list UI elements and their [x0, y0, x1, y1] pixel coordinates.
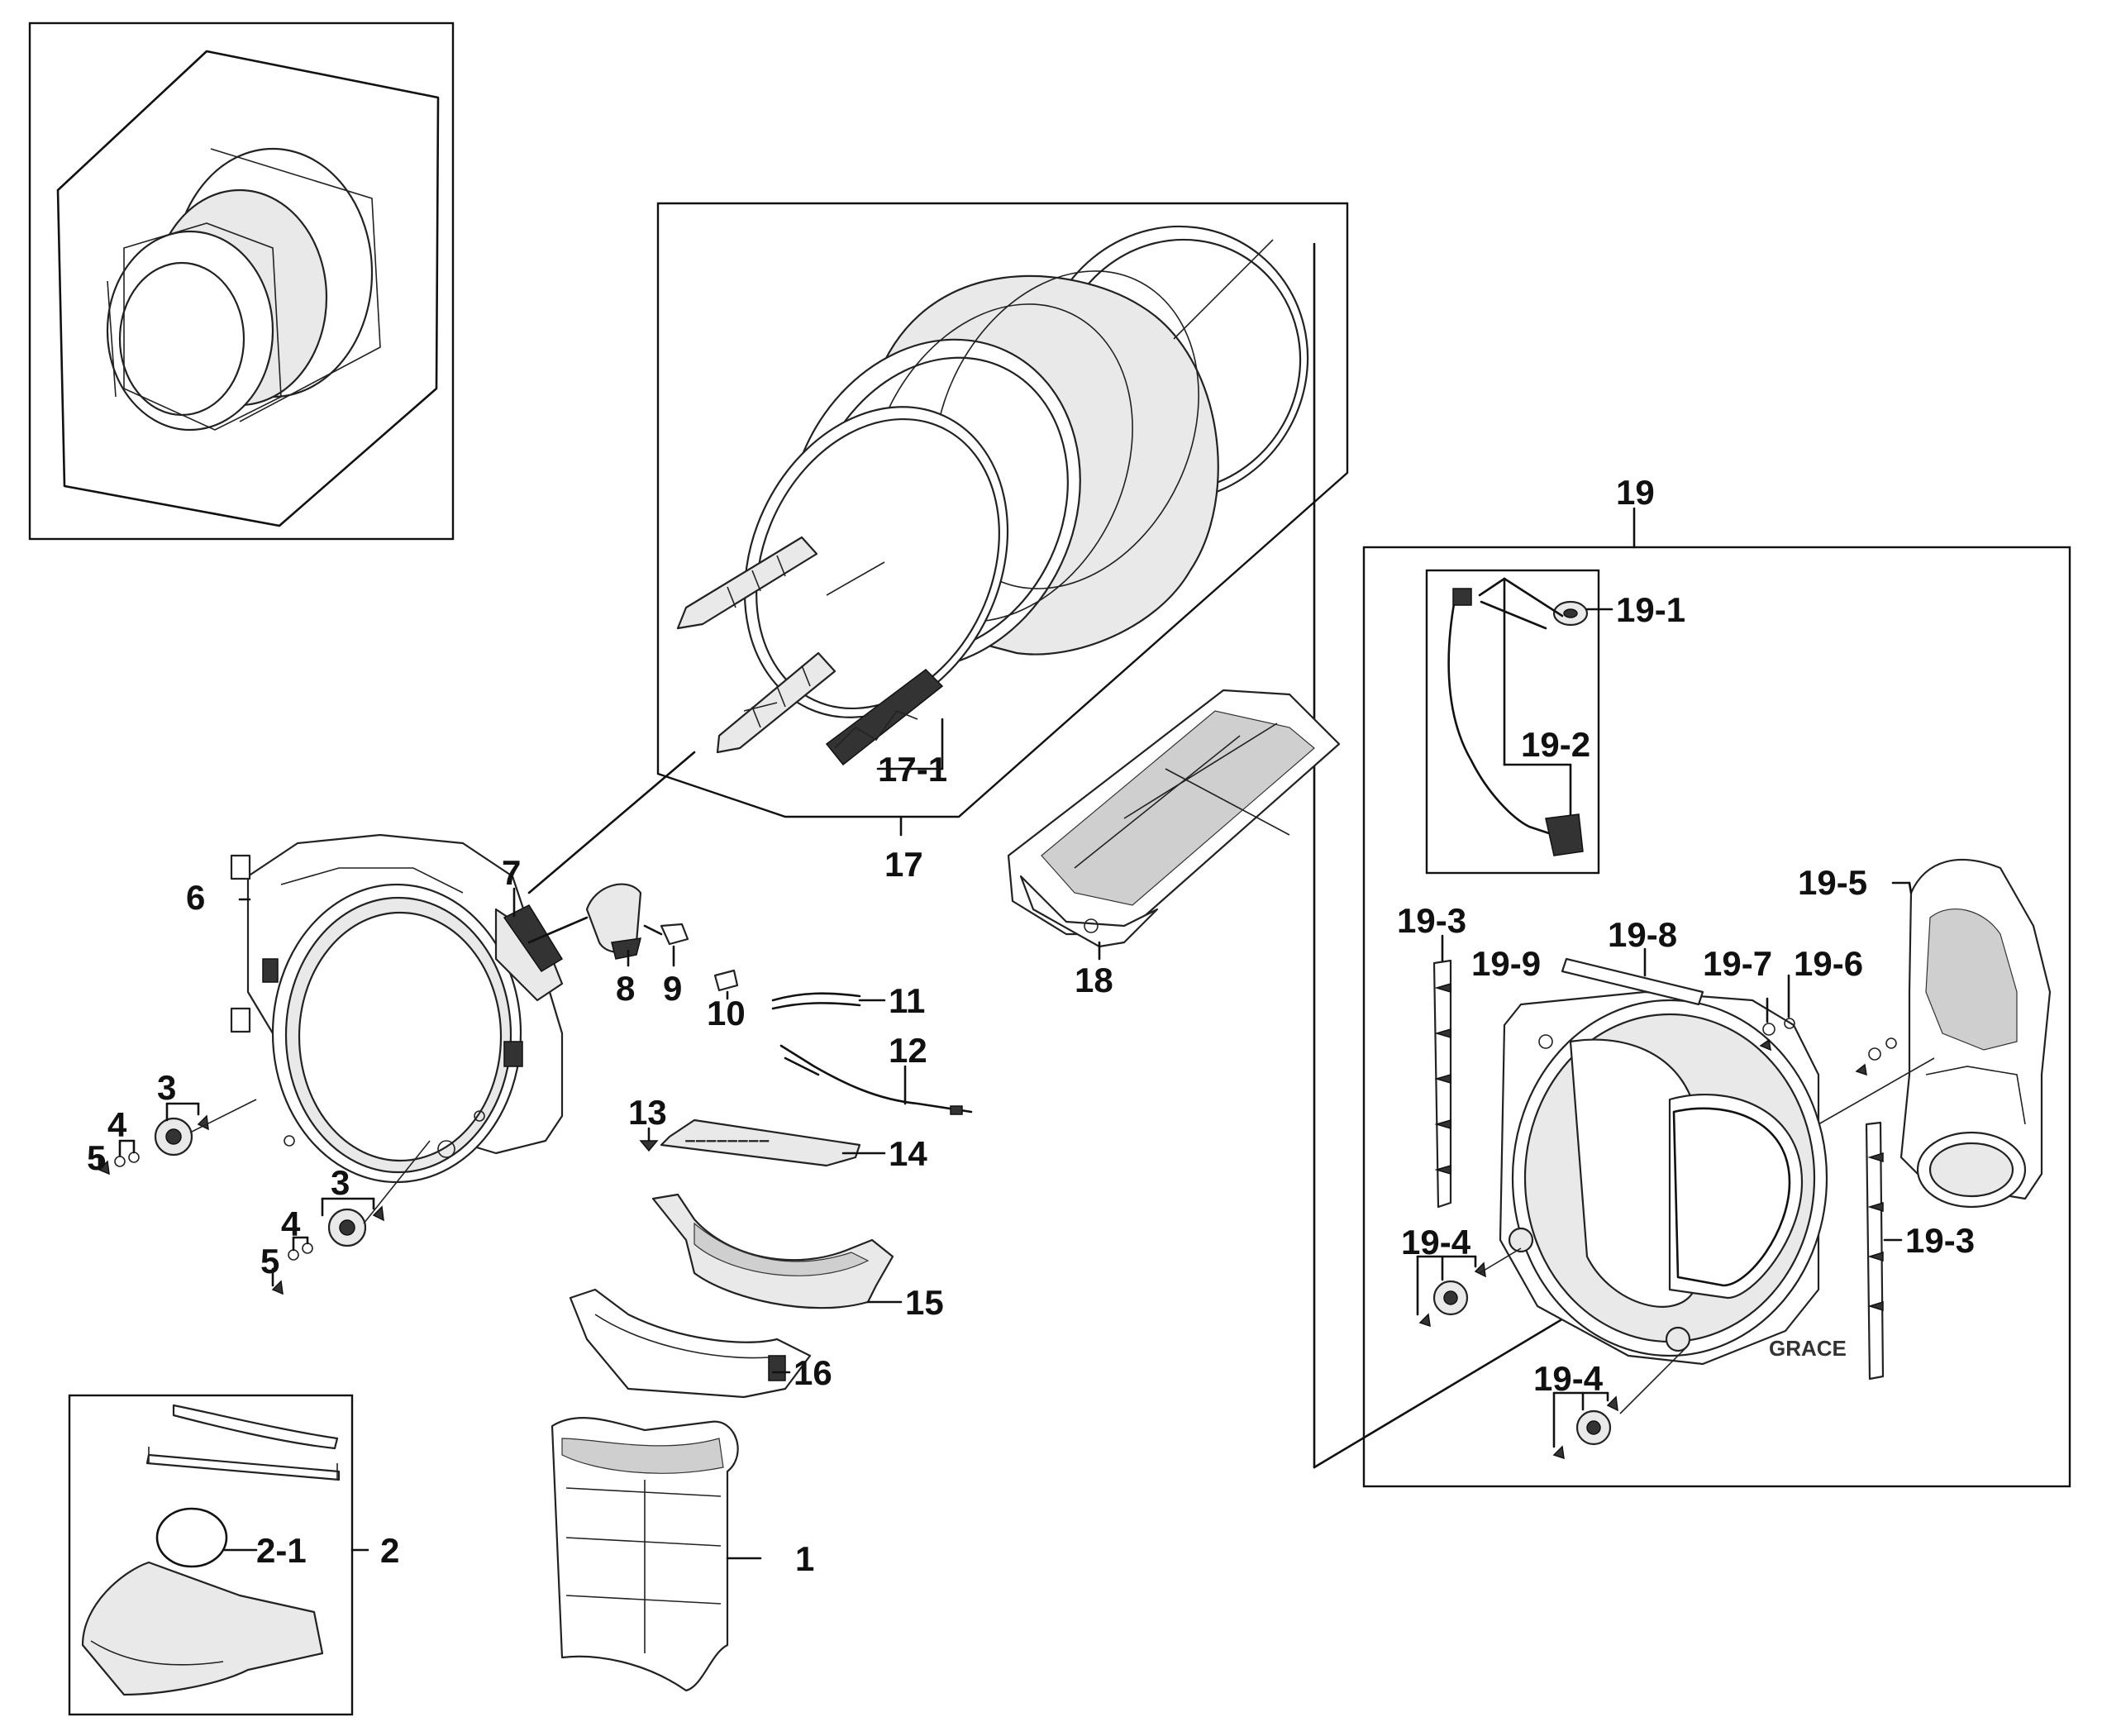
part-19-4-roller-left: [1416, 1255, 1486, 1328]
part-12-harness: [779, 1044, 973, 1115]
part-labels: 1 2 2-1 3 3 4 4 5 5 6 7 8 9 10 11 12 13 …: [87, 473, 1975, 1578]
rear-bulkhead-box: GRACE: [1362, 507, 2071, 1488]
label-part-13: 13: [628, 1093, 667, 1132]
label-part-19-9: 19-9: [1471, 944, 1541, 983]
label-part-19-3-right: 19-3: [1905, 1221, 1975, 1260]
label-part-8: 8: [616, 969, 635, 1008]
front-bulkhead: [230, 833, 564, 1184]
label-part-19-7: 19-7: [1703, 944, 1772, 983]
label-part-17-1: 17-1: [878, 750, 947, 789]
roller-group-upper: [98, 1099, 257, 1176]
svg-text:— — — — — — — —: — — — — — — — —: [686, 1137, 768, 1146]
label-part-19-8: 19-8: [1608, 915, 1677, 954]
label-part-19: 19: [1616, 473, 1655, 512]
label-part-10: 10: [707, 994, 746, 1033]
label-part-6: 6: [186, 878, 205, 917]
door-switch-7: [503, 904, 564, 973]
label-part-19-1: 19-1: [1616, 590, 1685, 629]
label-part-4-lower: 4: [281, 1204, 301, 1243]
label-part-5-lower: 5: [260, 1242, 279, 1281]
label-part-12: 12: [889, 1031, 927, 1070]
part-8-cover: [585, 883, 642, 960]
drum-front-seal: [743, 406, 1009, 718]
label-part-16: 16: [794, 1353, 832, 1392]
drum-lifter-17-1: [825, 669, 944, 766]
drum-lifter-left-top: [676, 536, 818, 630]
part-15-lint-duct: [651, 1193, 894, 1309]
part-19-5-blower-duct: [1899, 858, 2052, 1209]
label-part-5-upper: 5: [87, 1138, 106, 1177]
label-part-14: 14: [889, 1134, 927, 1173]
label-part-3-upper: 3: [157, 1068, 176, 1107]
label-part-19-6: 19-6: [1794, 944, 1863, 983]
part-14-panel: — — — — — — — —: [660, 1118, 861, 1167]
part-19-4-roller-right: [1552, 1347, 1687, 1460]
part-19-3-rail-left: [1432, 959, 1452, 1209]
roller-group-lower: [271, 1140, 431, 1295]
duct-inset-box: [68, 1394, 354, 1716]
label-part-4-upper: 4: [107, 1105, 127, 1144]
part-19-1-sensor: [1552, 600, 1589, 627]
label-part-19-4-right: 19-4: [1533, 1359, 1604, 1398]
part-10-bracket: [713, 969, 739, 992]
part-19-3-rail-right: [1865, 1121, 1885, 1381]
overview-inset: [28, 21, 455, 541]
part-19-8-bracket: [1561, 957, 1704, 1006]
label-part-19-3-left: 19-3: [1397, 901, 1466, 940]
drum-assembly-box: [656, 202, 1349, 818]
rear-bulkhead-panel: GRACE: [1499, 990, 1847, 1366]
part-16-filter-frame: [569, 1288, 812, 1399]
label-part-9: 9: [663, 969, 682, 1008]
label-part-19-2: 19-2: [1521, 725, 1590, 764]
part-13-screw: [639, 1127, 659, 1152]
label-part-11: 11: [889, 981, 925, 1020]
part-11-wire: [771, 992, 861, 1010]
label-part-19-5: 19-5: [1798, 863, 1867, 902]
label-part-3-lower: 3: [331, 1163, 350, 1202]
label-part-2: 2: [380, 1531, 399, 1570]
overview-drum-assembly: [106, 147, 381, 432]
label-part-7: 7: [502, 853, 521, 892]
label-part-2-1: 2-1: [256, 1531, 307, 1570]
lint-filter-housing: [1007, 689, 1341, 948]
label-part-1: 1: [795, 1539, 814, 1578]
part-9-clip: [660, 923, 689, 946]
part-19-2-harness: [1447, 588, 1584, 856]
label-part-15: 15: [905, 1283, 944, 1322]
embossed-grace-text: GRACE: [1769, 1336, 1847, 1361]
label-part-17: 17: [884, 845, 923, 884]
part-1-lint-filter: [551, 1417, 739, 1692]
label-part-18: 18: [1075, 961, 1113, 999]
label-part-19-4-left: 19-4: [1401, 1223, 1471, 1261]
